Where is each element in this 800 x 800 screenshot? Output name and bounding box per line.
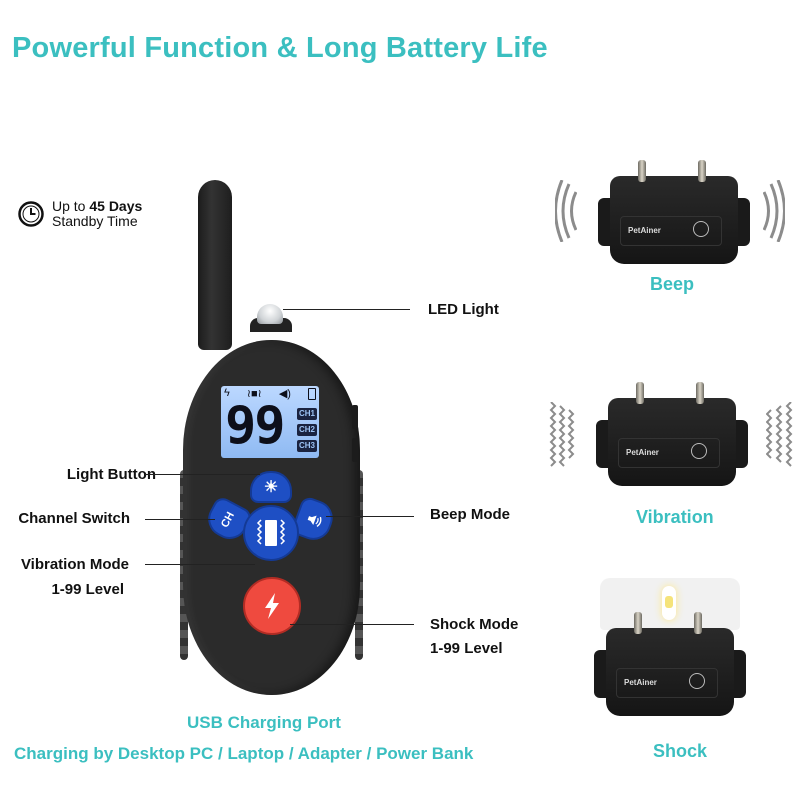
shock-icon: ϟ [224, 387, 230, 399]
beep-callout-line [326, 516, 414, 517]
zigzag-waves-right-icon [765, 401, 794, 472]
channel-3: CH3 [297, 440, 317, 452]
speaker-icon [307, 515, 322, 527]
side-button-up[interactable] [352, 405, 358, 429]
standby-days: 45 Days [89, 198, 143, 214]
power-icon [693, 221, 709, 237]
charging-options: Charging by Desktop PC / Laptop / Adapte… [14, 744, 474, 763]
collar-label-shock: Shock [653, 741, 708, 761]
power-icon [689, 673, 705, 689]
test-light-bulb [665, 596, 673, 608]
shock-button[interactable] [243, 577, 301, 635]
collar-receiver-vibration: PetAiner [596, 382, 748, 486]
channel-label: CH [218, 510, 238, 530]
vibration-icon: ≀■≀ [246, 388, 262, 400]
led-callout-line [283, 309, 410, 310]
collar-label-beep: Beep [650, 274, 695, 294]
collar-label-vibration: Vibration [636, 507, 714, 527]
side-button-down[interactable] [352, 438, 358, 462]
power-icon [691, 443, 707, 459]
antenna [198, 180, 232, 350]
light-button[interactable]: ☀ [250, 471, 292, 503]
sound-waves-right-icon [762, 179, 786, 243]
sound-waves-left-icon [554, 179, 578, 243]
usb-charging-port: USB Charging Port [187, 713, 341, 732]
standby-badge: Up to 45 Days Standby Time [18, 199, 142, 229]
light-button-label: Light Button [66, 466, 156, 483]
channel-1: CH1 [297, 408, 317, 420]
vibration-icon [256, 519, 286, 546]
test-light-cap [600, 578, 740, 630]
collar-receiver-beep: PetAiner [598, 160, 750, 264]
shock-level-label: 1-99 Level [430, 640, 503, 657]
channel-switch-callout-line [145, 519, 215, 520]
vibration-button[interactable] [243, 505, 299, 561]
speaker-icon: ◀) [278, 388, 291, 400]
beep-button[interactable] [290, 495, 338, 545]
lcd-screen: ϟ ≀■≀ ◀) 99 CH1 CH2 CH3 [221, 386, 319, 458]
vibration-mode-label: Vibration Mode [20, 556, 129, 573]
vibration-level-label: 1-99 Level [51, 581, 124, 598]
level-display: 99 [225, 396, 286, 456]
collar-receiver-shock: PetAiner [594, 612, 746, 716]
shock-mode-label: Shock Mode [430, 616, 519, 633]
lightning-icon [265, 593, 279, 619]
page-title: Powerful Function & Long Battery Life [12, 32, 548, 64]
zigzag-waves-left-icon [548, 401, 576, 472]
battery-icon [308, 388, 316, 400]
collar-brand: PetAiner [626, 448, 659, 457]
standby-subtitle: Standby Time [52, 213, 138, 229]
shock-callout-line [290, 624, 414, 625]
beep-mode-label: Beep Mode [430, 506, 511, 523]
clock-icon [18, 201, 44, 227]
vibration-callout-line [145, 564, 255, 565]
lcd-status-icons: ϟ ≀■≀ ◀) [224, 387, 316, 400]
channel-switch-label: Channel Switch [18, 510, 130, 527]
led-light [257, 304, 283, 324]
sun-icon: ☀ [263, 479, 279, 496]
standby-prefix: Up to [52, 198, 90, 214]
collar-brand: PetAiner [624, 678, 657, 687]
light-button-callout-line [145, 474, 260, 475]
led-light-label: LED Light [428, 301, 499, 318]
collar-brand: PetAiner [628, 226, 661, 235]
channel-2: CH2 [297, 424, 317, 436]
